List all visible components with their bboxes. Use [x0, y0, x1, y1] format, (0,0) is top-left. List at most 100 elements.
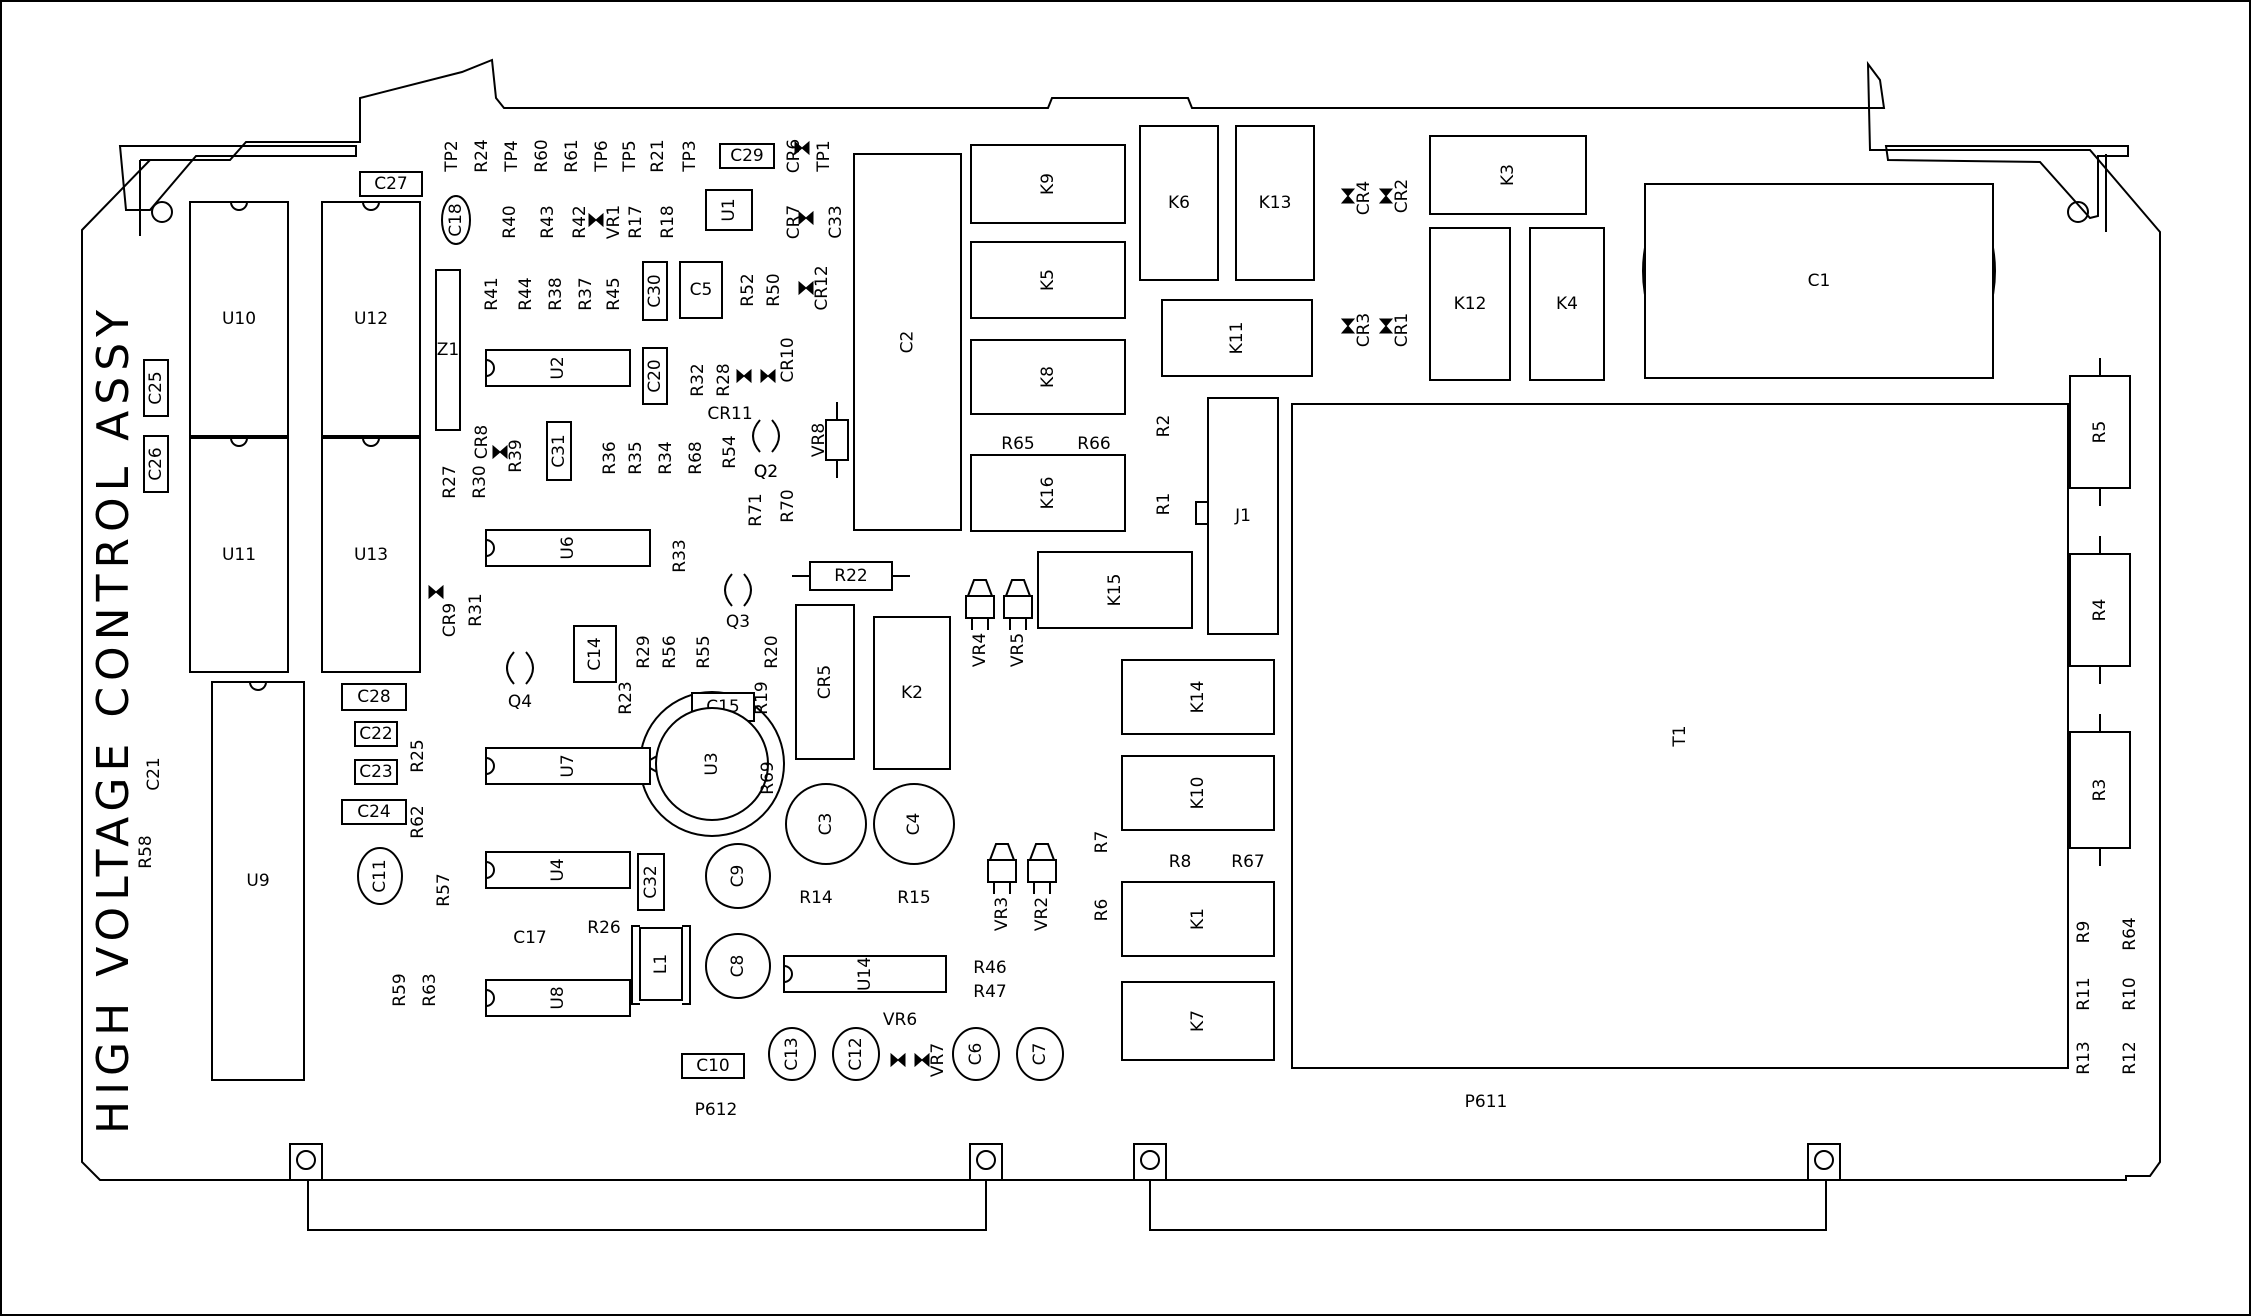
outline-j1 [1207, 397, 1279, 635]
outline-k5 [970, 241, 1126, 319]
connector-label-p612: P612 [695, 1100, 738, 1120]
refdes-r60: R60 [532, 139, 552, 172]
outline-u2 [485, 349, 631, 387]
component-vr2: VR2 [1027, 843, 1057, 931]
label-c1: C1 [1808, 271, 1831, 291]
refdes-r68: R68 [686, 441, 706, 474]
label-u4: U4 [548, 858, 568, 881]
component-k9: K9 [970, 144, 1126, 224]
refdes-r2: R2 [1154, 415, 1174, 438]
body-vr3 [987, 859, 1017, 883]
connector-p611-body [1133, 1143, 1841, 1231]
outline-k14 [1121, 659, 1275, 735]
outline-u4 [485, 851, 631, 889]
refdes-r15: R15 [897, 888, 930, 908]
label-c12: C12 [846, 1037, 866, 1071]
refdes-cr3: CR3 [1354, 313, 1374, 348]
outline-u9 [211, 681, 305, 1081]
refdes-r12: R12 [2120, 1041, 2140, 1074]
refdes-r50: R50 [764, 273, 784, 306]
outline-c22 [354, 721, 398, 747]
label-k5: K5 [1038, 269, 1058, 291]
label-vr2: VR2 [1032, 897, 1052, 931]
pin1-notch [362, 201, 380, 211]
outline-u8 [485, 979, 631, 1017]
outline-u14 [783, 955, 947, 993]
body-vr2 [1027, 859, 1057, 883]
refdes-r31: R31 [466, 593, 486, 626]
outline-u10 [189, 201, 289, 437]
refdes-r56: R56 [660, 635, 680, 668]
refdes-r38: R38 [546, 277, 566, 310]
refdes-r29: R29 [634, 635, 654, 668]
component-c27: C27 [359, 171, 423, 197]
component-c29: C29 [719, 143, 775, 169]
refdes-tp6: TP6 [592, 140, 612, 172]
outline-l1 [639, 927, 683, 1001]
component-c3: C3 [785, 783, 867, 865]
label-l1: L1 [651, 954, 671, 974]
refdes-r69: R69 [758, 761, 778, 794]
label-r4: R4 [2090, 599, 2110, 622]
connector-label-p611: P611 [1465, 1092, 1508, 1112]
label-k3: K3 [1498, 164, 1518, 186]
component-q3: Q3 [724, 573, 752, 632]
label-c20: C20 [645, 359, 665, 393]
outline-q3 [724, 573, 752, 607]
label-c7: C7 [1030, 1043, 1050, 1066]
outline-c25 [143, 359, 169, 417]
component-c25: C25 [143, 359, 169, 417]
refdes-cr7: CR7 [784, 205, 804, 240]
refdes-r42: R42 [570, 205, 590, 238]
label-u1: U1 [719, 198, 739, 221]
refdes-cr11: CR11 [707, 404, 752, 424]
refdes-cr12: CR12 [812, 265, 832, 310]
label-c10: C10 [696, 1056, 730, 1076]
diode-symbol-13 [914, 1052, 930, 1068]
component-c14: C14 [573, 625, 617, 683]
label-c24: C24 [357, 802, 391, 822]
component-k16: K16 [970, 454, 1126, 532]
label-t1: T1 [1670, 725, 1690, 747]
diode-symbols [428, 140, 1394, 1068]
label-q3: Q3 [726, 612, 750, 632]
diode-symbol-1 [588, 212, 604, 228]
component-u4: U4 [485, 851, 631, 889]
outline-c10 [681, 1053, 745, 1079]
refdes-r30: R30 [470, 465, 490, 498]
refdes-r45: R45 [604, 277, 624, 310]
label-c11: C11 [370, 859, 390, 893]
refdes-q2: Q2 [754, 462, 778, 482]
pin1-notch [362, 437, 380, 447]
component-k5: K5 [970, 241, 1126, 319]
component-c12: C12 [832, 1027, 880, 1081]
refdes-vr6: VR6 [883, 1010, 917, 1030]
refdes-tp1: TP1 [814, 140, 834, 172]
diode-symbol-5 [760, 368, 776, 384]
label-k7: K7 [1188, 1010, 1208, 1032]
label-u8: U8 [548, 986, 568, 1009]
component-k7: K7 [1121, 981, 1275, 1061]
board-outline [81, 58, 2161, 1181]
label-k6: K6 [1168, 193, 1190, 213]
label-c26: C26 [146, 447, 166, 481]
label-k16: K16 [1038, 477, 1058, 510]
refdes-r44: R44 [516, 277, 536, 310]
component-vr4: VR4 [965, 579, 995, 667]
outline-c20 [642, 347, 668, 405]
top-vr5 [1004, 579, 1032, 597]
diode-symbol-2 [798, 210, 814, 226]
label-q4: Q4 [508, 692, 532, 712]
refdes-r9: R9 [2074, 921, 2094, 944]
label-k8: K8 [1038, 366, 1058, 388]
component-u13: U13 [321, 437, 421, 673]
pin1-notch [485, 539, 495, 557]
label-c4: C4 [904, 813, 924, 836]
outline-vr8 [825, 419, 849, 461]
refdes-r39: R39 [506, 439, 526, 472]
refdes-tp2: TP2 [442, 140, 462, 172]
component-j1: J1 [1207, 397, 1279, 635]
